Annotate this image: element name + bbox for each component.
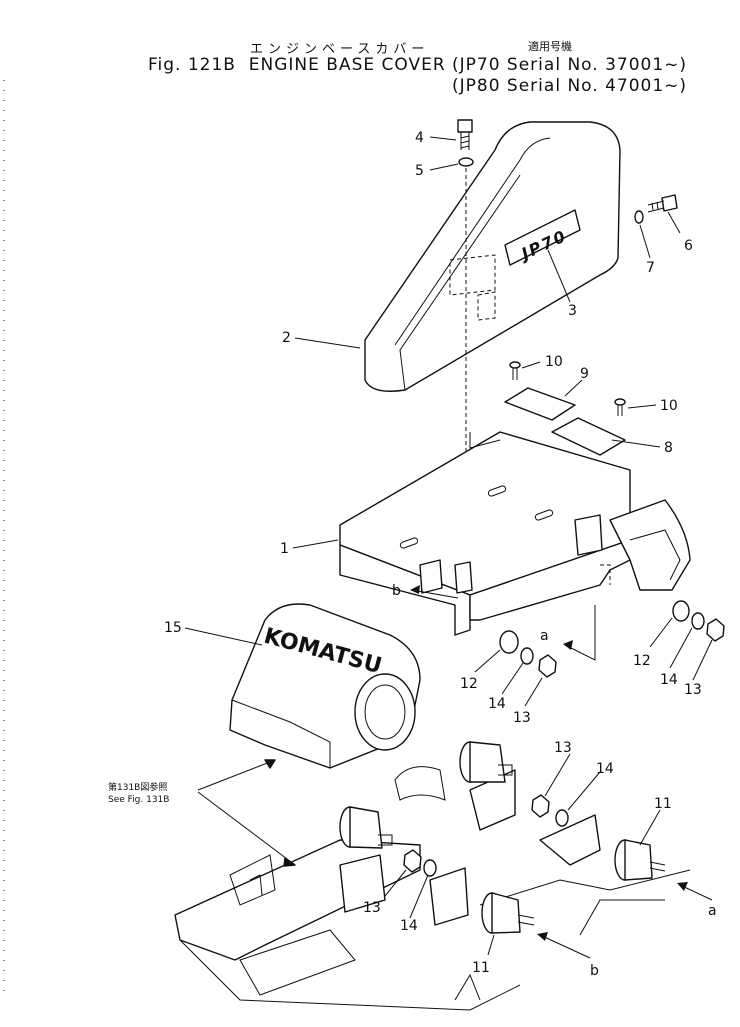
rubber-mount-front (481, 892, 535, 934)
bolt-6 (647, 194, 678, 213)
callout-12-right: 12 (633, 653, 651, 669)
arrow-label-a-top: a (540, 628, 549, 644)
nut-13-left (538, 654, 557, 678)
cover-plate-9 (504, 387, 576, 421)
title-japanese: エンジンベースカバー (250, 42, 430, 57)
lock-washer-14-right (691, 612, 705, 630)
arrow-label-a-bottom: a (708, 903, 717, 919)
callout-13-front: 13 (363, 900, 381, 916)
callout-14-front: 14 (400, 918, 418, 934)
callout-13-middle: 13 (554, 740, 572, 756)
rubber-mount-right (614, 839, 666, 881)
washer-5 (458, 157, 474, 167)
reference-note-english: See Fig. 131B (108, 795, 169, 805)
callout-10-right: 10 (660, 398, 678, 414)
nut-13-middle (531, 794, 550, 818)
washer-12-left (499, 630, 519, 654)
engine-block: KOMATSU (229, 603, 421, 769)
screw-10-right (614, 398, 626, 416)
lock-washer-14-middle (555, 809, 569, 827)
callout-11-right: 11 (654, 796, 672, 812)
mount-bracket-front (429, 867, 469, 926)
callout-13-left: 13 (513, 710, 531, 726)
arrow-label-b-bottom: b (590, 963, 599, 979)
callout-15: 15 (164, 620, 182, 636)
rubber-mount-middle (459, 741, 513, 783)
nut-13-front (403, 849, 422, 873)
callout-13-right: 13 (684, 682, 702, 698)
serial-range-jp70: (JP70 Serial No. 37001~) (452, 55, 688, 75)
mount-bracket-left (339, 854, 386, 913)
rubber-mount-left (339, 806, 393, 849)
engine-base-plate (339, 431, 691, 636)
screw-10-left (509, 361, 521, 380)
callout-1: 1 (280, 541, 289, 557)
callout-14-left: 14 (488, 696, 506, 712)
callout-14-right: 14 (660, 672, 678, 688)
lock-washer-14-front (423, 859, 437, 877)
mount-bracket-rear (539, 814, 601, 866)
nut-13-right (706, 618, 725, 642)
callout-9: 9 (580, 366, 589, 382)
callout-3: 3 (568, 303, 577, 319)
arrow-label-b-top: b (392, 583, 401, 599)
serial-range-jp80: (JP80 Serial No. 47001~) (452, 76, 688, 96)
callout-4: 4 (415, 130, 424, 146)
callout-11-front: 11 (472, 960, 490, 976)
figure-title: Fig. 121B ENGINE BASE COVER (148, 55, 446, 75)
callout-6: 6 (684, 238, 693, 254)
callout-5: 5 (415, 163, 424, 179)
cover-plate-8 (551, 417, 626, 456)
applicable-serial-label: 適用号機 (528, 40, 572, 53)
engine-cover: JP70 (364, 121, 621, 392)
callout-14-middle: 14 (596, 761, 614, 777)
washer-7 (634, 210, 644, 224)
washer-12-right (672, 600, 690, 622)
lock-washer-14-left (520, 647, 534, 665)
bolt-4 (457, 119, 473, 150)
callout-7: 7 (646, 260, 655, 276)
callout-12-left: 12 (460, 676, 478, 692)
reference-note-japanese: 第131B図参照 (108, 781, 167, 793)
callout-10-left: 10 (545, 354, 563, 370)
callout-2: 2 (282, 330, 291, 346)
callout-8: 8 (664, 440, 673, 456)
